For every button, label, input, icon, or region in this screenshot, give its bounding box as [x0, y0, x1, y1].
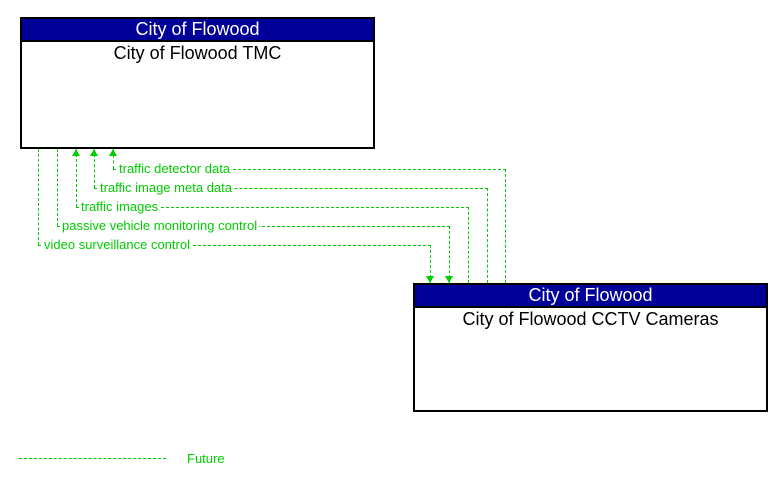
- flow-horizontal-line: [76, 207, 469, 208]
- flow-vertical-line: [94, 149, 95, 188]
- flow-horizontal-line: [94, 188, 488, 189]
- entity-city-of-flowood-cctv-cameras[interactable]: City of Flowood City of Flowood CCTV Cam…: [413, 283, 768, 412]
- flow-vertical-line: [449, 226, 450, 283]
- legend-label: Future: [187, 451, 225, 466]
- entity-name: City of Flowood TMC: [113, 43, 282, 63]
- entity-name: City of Flowood CCTV Cameras: [462, 309, 719, 329]
- flow-vertical-line: [57, 149, 58, 226]
- flow-vertical-line: [430, 245, 431, 283]
- flow-label[interactable]: passive vehicle monitoring control: [60, 218, 260, 233]
- flow-horizontal-line: [38, 245, 431, 246]
- flow-vertical-line: [468, 207, 469, 283]
- entity-city-of-flowood-tmc[interactable]: City of Flowood City of Flowood TMC: [20, 17, 375, 149]
- flow-vertical-line: [113, 149, 114, 169]
- arrowhead-down-icon: [445, 276, 453, 283]
- flow-vertical-line: [38, 149, 39, 245]
- flow-label[interactable]: video surveillance control: [42, 237, 192, 252]
- flow-horizontal-line: [113, 169, 506, 170]
- flow-vertical-line: [76, 149, 77, 207]
- flow-label[interactable]: traffic images: [79, 199, 161, 214]
- arrowhead-down-icon: [426, 276, 434, 283]
- entity-group-header: City of Flowood: [415, 285, 766, 308]
- flow-vertical-line: [487, 188, 488, 283]
- flow-vertical-line: [505, 169, 506, 283]
- entity-group-header: City of Flowood: [22, 19, 373, 42]
- legend-dashed-line: [19, 458, 166, 459]
- flow-label[interactable]: traffic image meta data: [98, 180, 234, 195]
- flow-label[interactable]: traffic detector data: [117, 161, 233, 176]
